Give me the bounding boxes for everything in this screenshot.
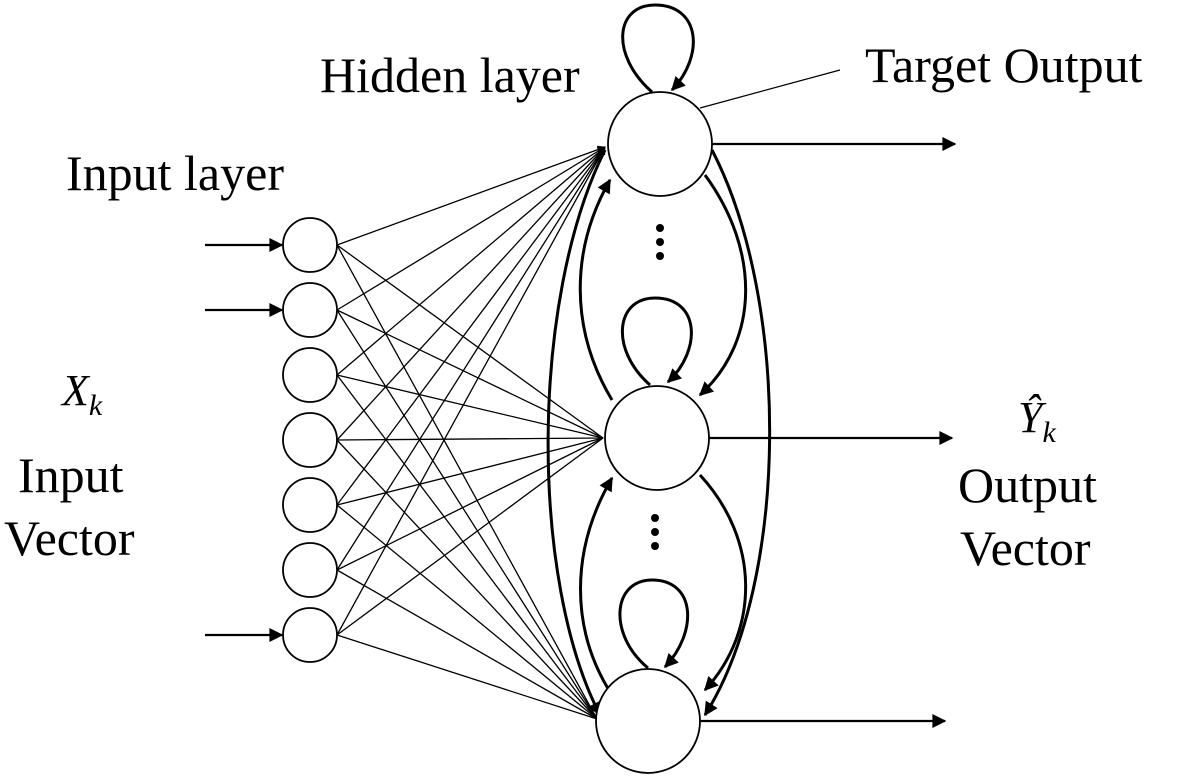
connection-line	[336, 146, 606, 636]
connection-line	[336, 146, 606, 311]
hidden-layer-label: Hidden layer	[320, 47, 580, 103]
connection-line	[336, 374, 604, 439]
input-node	[282, 542, 338, 598]
connection-line	[336, 244, 598, 720]
hidden-node-top	[607, 91, 713, 197]
input-node	[282, 347, 338, 403]
connection-line	[336, 569, 598, 720]
input-node	[282, 477, 338, 533]
self-loop-top	[621, 3, 695, 94]
connection-line	[336, 437, 604, 441]
inner-arc-bottom-right	[698, 473, 748, 692]
output-vector-line2: Vector	[960, 520, 1091, 576]
connection-line	[336, 146, 606, 506]
input-layer-nodes	[282, 217, 338, 663]
connection-line	[336, 439, 598, 720]
hidden-node-middle	[604, 385, 710, 491]
target-output-label: Target Output	[865, 37, 1143, 93]
connection-line	[336, 504, 598, 720]
input-layer-label: Input layer	[66, 145, 284, 201]
connection-line	[336, 309, 604, 439]
self-loop-bottom	[618, 578, 690, 670]
hidden-node-bottom	[595, 668, 701, 774]
inner-arc-bottom-left	[579, 476, 614, 696]
connection-line	[336, 437, 604, 571]
hidden-layer-nodes	[595, 91, 713, 774]
connection-line	[336, 244, 604, 439]
input-node	[282, 607, 338, 663]
target-output-leader	[699, 69, 841, 109]
connection-line	[336, 437, 604, 636]
connection-line	[336, 634, 598, 720]
connection-line	[336, 146, 606, 441]
output-vector-line1: Output	[958, 457, 1097, 513]
input-vector-line1: Input	[18, 447, 124, 503]
input-symbol: Xk	[60, 366, 103, 422]
connection-line	[336, 145, 606, 246]
input-node	[282, 412, 338, 468]
output-symbol: Ŷk	[1018, 393, 1056, 449]
ellipsis-lower	[651, 514, 659, 550]
input-hidden-connections	[336, 145, 606, 720]
outer-left-arc	[546, 149, 607, 717]
input-node	[282, 217, 338, 273]
connection-line	[336, 437, 604, 506]
self-loop-middle	[620, 296, 693, 387]
connection-line	[336, 374, 598, 720]
input-node	[282, 282, 338, 338]
inner-arc-top-left	[578, 178, 614, 401]
connection-line	[336, 309, 598, 720]
input-vector-line2: Vector	[4, 510, 135, 566]
input-arrows	[205, 238, 284, 642]
inner-arc-top-right	[698, 174, 748, 397]
connection-line	[336, 146, 606, 376]
connection-line	[336, 146, 606, 571]
ellipsis-upper	[656, 224, 664, 260]
